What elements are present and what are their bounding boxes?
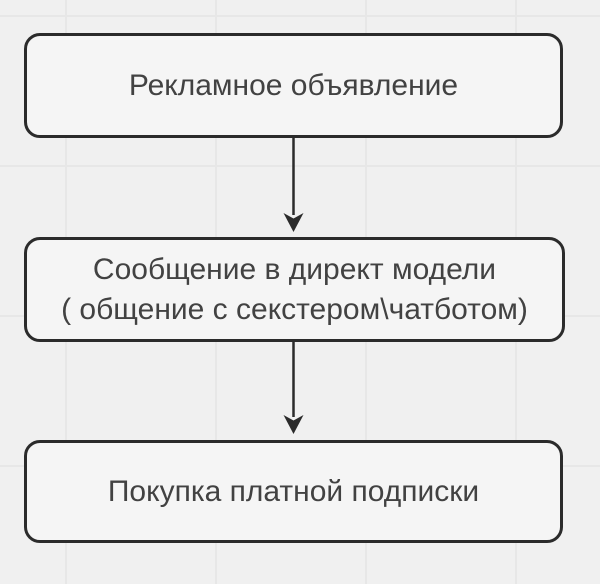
flow-node-subscription-purchase[interactable]: Покупка платной подписки [24,440,563,543]
arrowhead-down-icon [283,213,304,232]
arrow-edge-1[interactable] [283,137,304,232]
node-label: Рекламное объявление [128,68,459,102]
node-label-line-2: ( общение с секстером\чатботом) [61,292,528,326]
arrowhead-down-icon [283,415,304,434]
arrow-edge-2[interactable] [283,341,304,434]
flow-node-advertisement[interactable]: Рекламное объявление [24,33,563,138]
node-label-line-1: Сообщение в директ модели [92,252,497,286]
flow-node-direct-message[interactable]: Сообщение в директ модели ( общение с се… [24,237,565,342]
node-label: Покупка платной подписки [107,474,480,508]
